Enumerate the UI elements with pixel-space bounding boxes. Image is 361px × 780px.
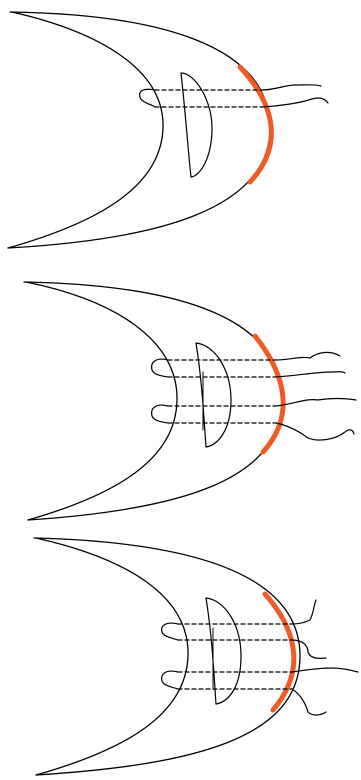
insert-shape [206, 598, 241, 704]
suture-loop-left [162, 623, 178, 640]
panel-1 [8, 12, 328, 248]
suture-loop-left [152, 359, 168, 377]
suture-tail-lower [262, 98, 328, 107]
suture-tail-upper [292, 668, 358, 672]
suture-tail-upper [275, 352, 340, 360]
outer-contour [24, 282, 282, 520]
suture-tail-lower [292, 689, 326, 715]
suture-tail-lower [292, 640, 326, 658]
suture [152, 399, 356, 441]
insert-shape [196, 343, 231, 447]
accent-arc [265, 594, 294, 710]
outer-contour [8, 12, 270, 248]
insert-shape [181, 73, 212, 177]
inner-contour [8, 12, 163, 248]
suture-loop-left [162, 671, 178, 689]
suture [140, 85, 328, 107]
suture-tail-upper [276, 399, 356, 407]
inner-contour [26, 282, 177, 520]
inner-contour [36, 538, 188, 775]
suture-tail-upper [262, 85, 321, 90]
accent-arc [255, 336, 283, 452]
suture-tail-lower [276, 423, 354, 440]
suture-loop-left [152, 405, 168, 423]
panel-2 [24, 282, 356, 520]
accent-arc [240, 67, 271, 182]
suture [162, 600, 326, 658]
suture-tail-lower [275, 372, 345, 377]
suture [162, 668, 358, 715]
panel-3 [34, 538, 358, 775]
suture-tail-upper [292, 600, 316, 624]
outer-contour [34, 538, 300, 775]
suture [152, 352, 345, 377]
suture-loop-left [140, 89, 155, 107]
